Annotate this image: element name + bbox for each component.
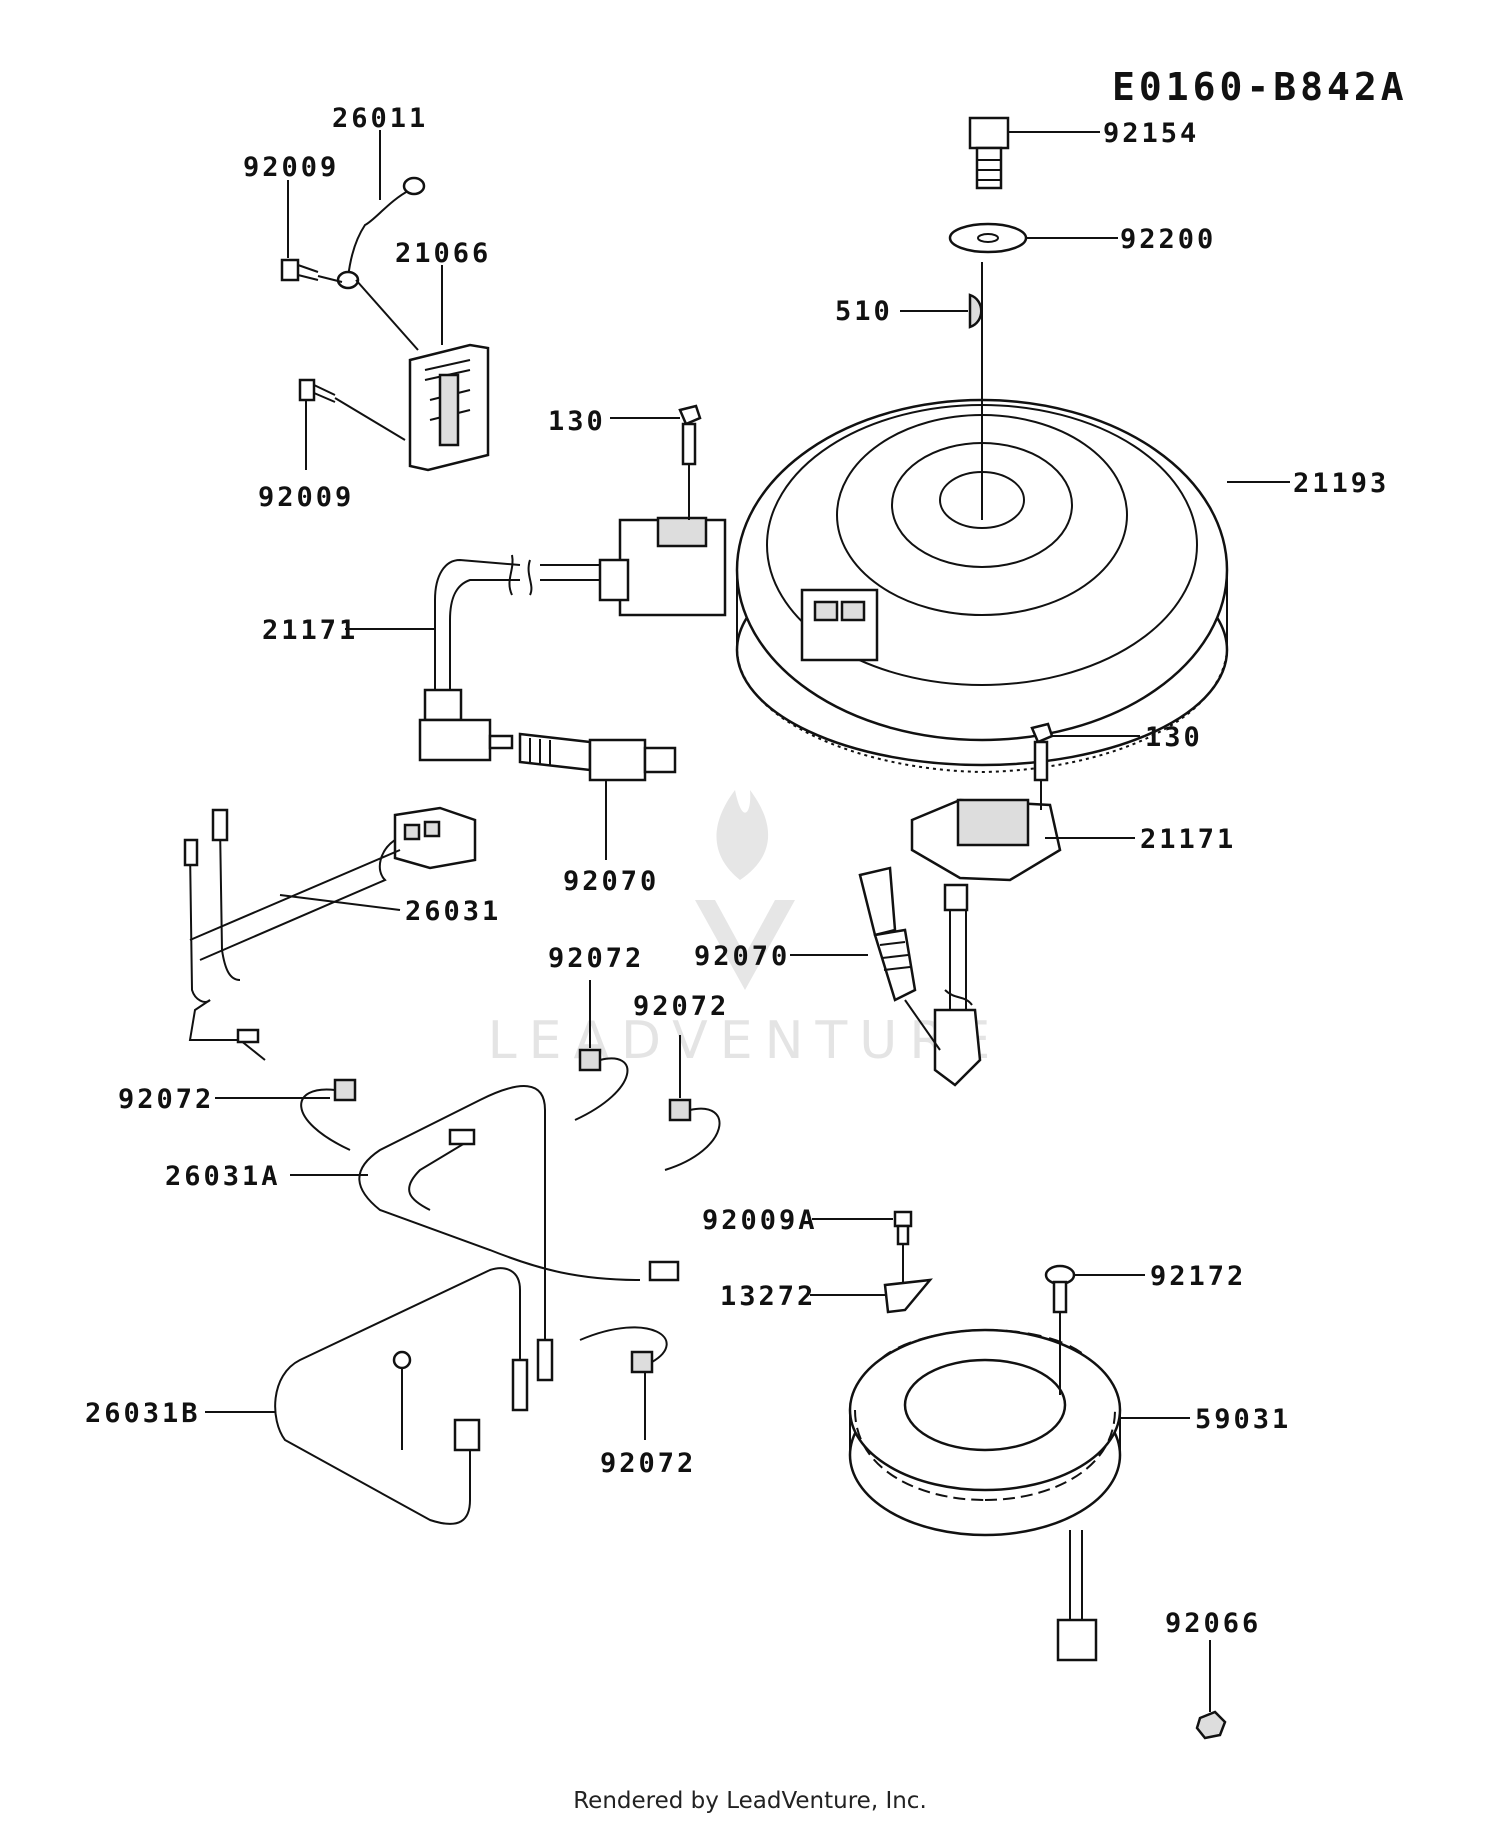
part-label-92072-d: 92072 [600, 1448, 696, 1479]
part-label-130-lower: 130 [1145, 722, 1203, 753]
clamp-92072-c [215, 1078, 357, 1151]
clamp-92072-b [664, 1035, 721, 1171]
flywheel-21193 [735, 398, 1229, 774]
clamp-92072-a [574, 980, 629, 1121]
part-label-21171-upper: 21171 [262, 615, 358, 646]
regulator-21066 [408, 265, 490, 472]
part-label-26031: 26031 [405, 896, 501, 927]
harness-26031B [205, 1267, 529, 1525]
part-label-92200: 92200 [1120, 224, 1216, 255]
stator-59031 [848, 1328, 1190, 1662]
screw-92009-bottom [298, 378, 406, 470]
part-label-92072-a: 92072 [548, 943, 644, 974]
part-label-130-upper: 130 [548, 406, 606, 437]
part-label-92070-lower: 92070 [694, 941, 790, 972]
part-label-59031: 59031 [1195, 1404, 1291, 1435]
part-label-92154: 92154 [1103, 118, 1199, 149]
bracket-13272 [810, 1244, 933, 1314]
part-label-92009A: 92009A [702, 1205, 818, 1236]
part-label-26031B: 26031B [85, 1398, 201, 1429]
spark-plug-92070-lower [790, 866, 941, 1051]
nut-92066 [1195, 1640, 1227, 1740]
harness-26031A [290, 1085, 680, 1382]
part-labels: 92154 92200 510 21193 26011 92009 21066 … [85, 103, 1389, 1639]
washer-92200 [948, 222, 1118, 254]
screw-92009-top [280, 180, 343, 283]
screw-92172 [1044, 1264, 1145, 1395]
part-label-510: 510 [835, 296, 893, 327]
harness-26031 [183, 806, 477, 1061]
part-label-26031A: 26031A [165, 1161, 281, 1192]
ignition-coil-21171-lower [910, 798, 1135, 1087]
bolt-130-upper [610, 404, 702, 520]
ignition-coil-21171-upper [345, 516, 727, 762]
screw-92009A [812, 1210, 913, 1246]
spark-plug-92070-upper [488, 732, 677, 860]
part-label-92072-c: 92072 [118, 1084, 214, 1115]
bolt-130-lower [1030, 722, 1140, 810]
part-label-92009-top: 92009 [243, 152, 339, 183]
leadventure-watermark: LEADVENTURE [488, 790, 1003, 1071]
bolt-92154 [968, 116, 1100, 190]
watermark-text: LEADVENTURE [488, 1011, 1003, 1071]
part-label-92172: 92172 [1150, 1261, 1246, 1292]
part-label-26011: 26011 [332, 103, 428, 134]
part-label-92070-upper: 92070 [563, 866, 659, 897]
clamp-92072-d [579, 1326, 668, 1440]
lead-26011 [336, 130, 426, 351]
key-510 [900, 262, 983, 520]
part-label-92072-b: 92072 [633, 991, 729, 1022]
render-credit: Rendered by LeadVenture, Inc. [573, 1788, 927, 1814]
diagram-code: E0160-B842A [1112, 65, 1408, 109]
part-label-21171-lower: 21171 [1140, 824, 1236, 855]
part-label-92009-bottom: 92009 [258, 482, 354, 513]
part-label-92066: 92066 [1165, 1608, 1261, 1639]
part-label-21066: 21066 [395, 238, 491, 269]
part-label-21193: 21193 [1293, 468, 1389, 499]
part-label-13272: 13272 [720, 1281, 816, 1312]
